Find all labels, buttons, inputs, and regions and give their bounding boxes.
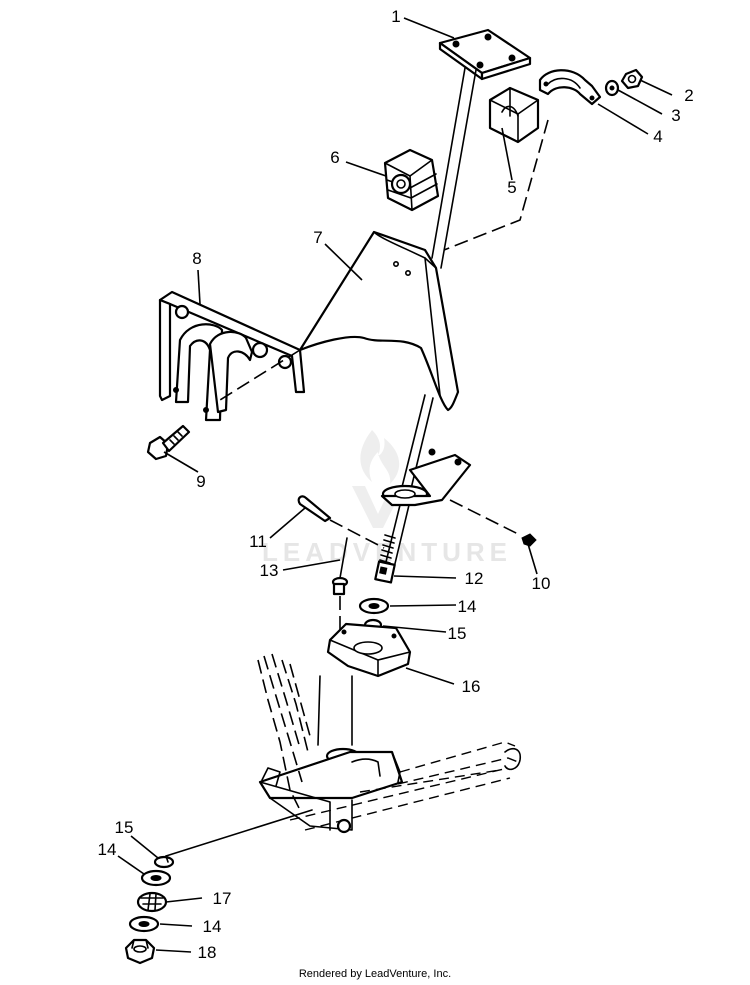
callout-15-upper: 15 — [448, 624, 467, 643]
part-4-clamp — [538, 69, 602, 106]
part-14-washer-lower-2 — [128, 915, 160, 933]
leader-lines — [117, 17, 673, 953]
watermark-logo-icon — [360, 430, 400, 484]
callout-17: 17 — [213, 889, 232, 908]
callout-5: 5 — [507, 178, 516, 197]
callout-11: 11 — [249, 532, 267, 551]
callout-14-lower-2: 14 — [203, 917, 222, 936]
part-11-cotter-pin — [297, 495, 332, 523]
part-16-pivot-plate — [326, 622, 412, 678]
axle-dashed-outline — [257, 653, 522, 831]
callout-4: 4 — [653, 127, 662, 146]
part-5-bushing — [488, 86, 540, 144]
callout-2: 2 — [684, 86, 693, 105]
callout-18: 18 — [198, 943, 217, 962]
part-10-fastener — [521, 533, 537, 547]
part-2-nut — [620, 68, 644, 90]
alignment-lines — [165, 119, 549, 863]
callout-12: 12 — [465, 569, 484, 588]
footer-credit: Rendered by LeadVenture, Inc. — [299, 968, 451, 980]
callout-8: 8 — [192, 249, 201, 268]
callouts: 1 2 3 4 5 6 7 8 9 10 11 13 12 14 15 16 1… — [98, 7, 694, 962]
callout-6: 6 — [330, 148, 339, 167]
part-1-steering-shaft — [374, 28, 532, 584]
callout-16: 16 — [462, 677, 481, 696]
part-9-bolt — [146, 424, 191, 461]
callout-7: 7 — [313, 228, 322, 247]
dash-panel — [298, 230, 460, 412]
part-3-washer — [604, 79, 620, 97]
part-17-spacer — [136, 891, 168, 913]
part-14-washer-upper — [358, 597, 390, 615]
callout-9: 9 — [196, 472, 205, 491]
part-6-bushing — [383, 148, 440, 212]
callout-14-lower-1: 14 — [98, 840, 117, 859]
callout-15-lower: 15 — [115, 818, 134, 837]
part-18-castle-nut — [124, 938, 156, 965]
part-14-washer-lower-1 — [140, 869, 172, 887]
callout-13: 13 — [260, 561, 279, 580]
callout-3: 3 — [671, 106, 680, 125]
front-axle-frame — [258, 675, 404, 834]
part-15-oring-lower — [153, 855, 175, 869]
part-13-pin — [331, 537, 349, 596]
part-8-bracket — [158, 290, 306, 422]
callout-10: 10 — [532, 574, 551, 593]
callout-1: 1 — [391, 7, 400, 26]
callout-14-upper: 14 — [458, 597, 477, 616]
